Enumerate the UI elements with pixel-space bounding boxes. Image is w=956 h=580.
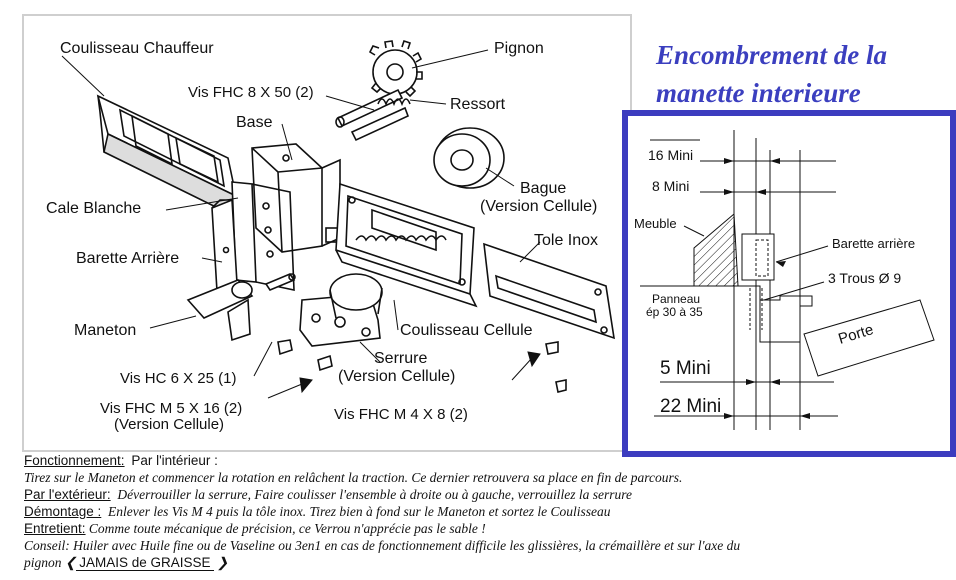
label-coulisseau-cellule: Coulisseau Cellule xyxy=(400,322,533,339)
label-serrure: Serrure xyxy=(374,350,428,367)
label-5-mini: 5 Mini xyxy=(660,358,711,379)
bague-part xyxy=(433,127,505,189)
label-vis-fhc-m4: Vis FHC M 4 X 8 (2) xyxy=(334,406,468,423)
label-vis-fhc-m5: Vis FHC M 5 X 16 (2) xyxy=(100,400,243,417)
screws-part xyxy=(277,339,567,393)
label-barette-arriere: Barette Arrière xyxy=(76,250,180,267)
label-bague-sub: (Version Cellule) xyxy=(480,198,598,215)
note-fonct-text: Tirez sur le Maneton et commencer la rot… xyxy=(24,470,683,485)
note-pignon: pignon ❮JAMAIS de GRAISSE ❯ xyxy=(24,555,229,571)
base-part xyxy=(251,143,341,253)
instructions-text: Fonctionnement: Par l'intérieur : Tirez … xyxy=(24,452,944,571)
serrure-part xyxy=(299,273,383,347)
vis-fhc-8x50-part xyxy=(335,88,410,142)
maneton-part xyxy=(186,279,254,342)
assembly-arrows xyxy=(267,351,541,399)
label-maneton: Maneton xyxy=(74,322,137,339)
label-bague: Bague xyxy=(520,180,567,197)
encombrement-title: Encombrement de la manette interieure xyxy=(656,36,956,112)
title-line-1: Encombrement de la xyxy=(656,40,887,70)
label-vis-fhc-8x50: Vis FHC 8 X 50 (2) xyxy=(188,84,314,101)
note-entretient: Entretient: Comme toute mécanique de pré… xyxy=(24,521,486,536)
label-3-trous: 3 Trous Ø 9 xyxy=(828,270,902,286)
tole-inox-part xyxy=(483,242,615,340)
label-8-mini: 8 Mini xyxy=(652,178,690,194)
label-coulisseau-chauffeur: Coulisseau Chauffeur xyxy=(60,40,214,57)
label-meuble: Meuble xyxy=(634,216,677,231)
label-tole-inox: Tole Inox xyxy=(534,232,599,249)
label-serrure-sub: (Version Cellule) xyxy=(338,368,456,385)
label-vis-fhc-m5-sub: (Version Cellule) xyxy=(114,416,225,433)
detail-frame xyxy=(622,110,956,457)
detail-arrows xyxy=(724,158,810,419)
ressort-part xyxy=(377,98,411,107)
jamais-de-graisse: JAMAIS de GRAISSE xyxy=(76,555,214,571)
note-fonctionnement: Fonctionnement: Par l'intérieur : xyxy=(24,453,218,468)
note-demontage: Démontage : Enlever les Vis M 4 puis la … xyxy=(24,504,611,519)
label-barette-detail: Barette arrière xyxy=(832,236,916,251)
leader-lines xyxy=(61,49,541,377)
title-line-2: manette interieure xyxy=(656,78,861,108)
label-vis-hc-6x25: Vis HC 6 X 25 (1) xyxy=(120,370,237,387)
note-exterieur: Par l'extérieur: Déverrouiller la serrur… xyxy=(24,487,633,502)
label-panneau-ep: ép 30 à 35 xyxy=(646,305,703,319)
vis-hc-6x25-part xyxy=(264,273,296,291)
label-cale-blanche: Cale Blanche xyxy=(46,200,142,217)
label-ressort: Ressort xyxy=(450,96,506,113)
coulisseau-cellule-part xyxy=(335,182,478,308)
label-base: Base xyxy=(236,114,273,131)
label-16-mini: 16 Mini xyxy=(648,147,694,163)
note-conseil: Conseil: Huiler avec Huile fine ou de Va… xyxy=(24,538,741,553)
label-pignon: Pignon xyxy=(494,40,544,57)
coulisseau-chauffeur-part xyxy=(96,94,238,216)
label-panneau: Panneau xyxy=(652,292,701,306)
label-22-mini: 22 Mini xyxy=(660,396,722,417)
pignon-part xyxy=(368,39,423,101)
